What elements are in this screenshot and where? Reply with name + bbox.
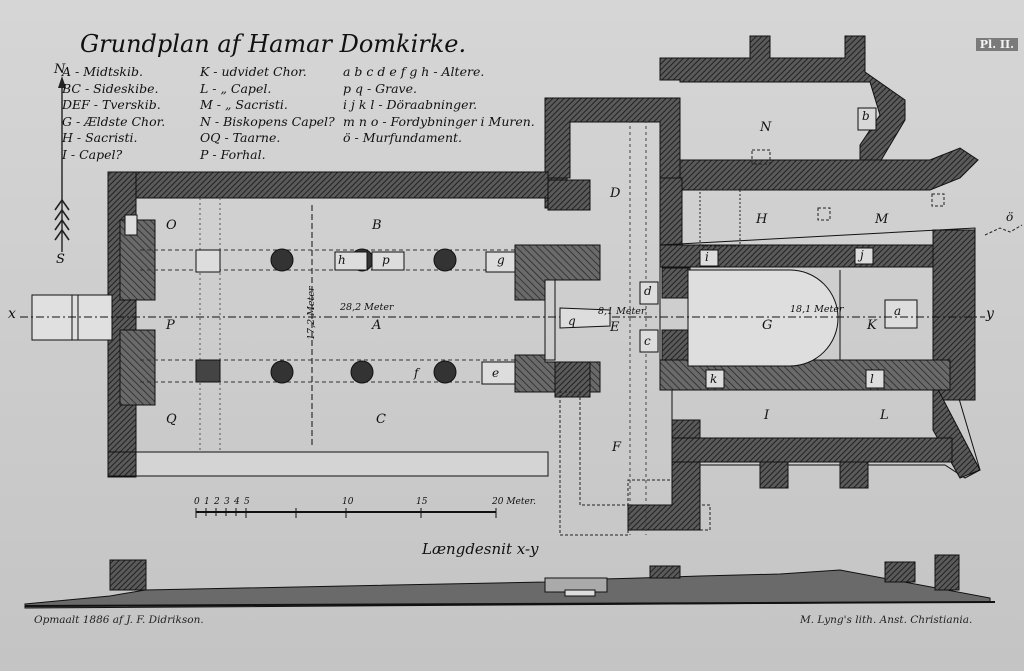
scale-tick-label: 3 xyxy=(224,497,230,507)
grave-label-p: p xyxy=(382,253,390,267)
legend-item: H - Sacristi. xyxy=(62,130,138,146)
room-label-I: I xyxy=(764,408,770,423)
axis-label-y: y xyxy=(986,306,994,322)
legend-item: I - Capel? xyxy=(62,146,123,162)
lithographer-credit: M. Lyng's lith. Anst. Christiania. xyxy=(800,614,973,626)
legend-item: M - „ Sacristi. xyxy=(200,97,288,113)
room-label-K: K xyxy=(867,318,877,333)
door-label-l: l xyxy=(870,372,874,386)
altar-label-e: e xyxy=(492,366,500,380)
foundation-label-o: ö xyxy=(1006,210,1014,224)
scale-tick-label: 20 Meter. xyxy=(492,497,536,507)
legend-column-3: a b c d e f g h - Altere. p q - Grave. i… xyxy=(343,64,535,147)
altar-label-b: b xyxy=(862,109,870,123)
legend-item: G - Ældste Chor. xyxy=(62,113,166,129)
room-label-Q: Q xyxy=(166,412,177,427)
room-label-M: M xyxy=(875,212,889,227)
scale-tick-label: 2 xyxy=(214,497,220,507)
legend-item: BC - Sideskibe. xyxy=(62,80,159,96)
nave-width-measure: 17,2 Meter xyxy=(306,286,317,340)
room-label-G: G xyxy=(762,318,773,333)
legend-item: m n o - Fordybninger i Muren. xyxy=(343,113,535,129)
nave-walls xyxy=(31,171,549,478)
south-label: S xyxy=(56,252,65,267)
grave-label-q: q xyxy=(568,314,576,328)
bishop-chapel-walls xyxy=(659,35,979,221)
plan-title: Grundplan af Hamar Domkirke. xyxy=(80,30,467,58)
choir-walls xyxy=(639,189,1023,489)
room-label-H: H xyxy=(756,212,768,227)
door-label-k: k xyxy=(710,372,718,386)
legend-item: A - Midtskib. xyxy=(62,64,143,79)
door-label-i: i xyxy=(705,250,709,264)
altar-label-c: c xyxy=(644,334,651,348)
altar-label-f: f xyxy=(414,366,419,380)
scale-tick-label: 15 xyxy=(416,497,428,507)
room-label-L: L xyxy=(880,408,889,423)
room-label-N: N xyxy=(760,120,772,135)
legend-item: N - Biskopens Capel? xyxy=(200,113,335,129)
transept-north-walls xyxy=(544,97,683,249)
section-axis-line xyxy=(20,205,985,448)
scale-tick-label: 1 xyxy=(204,497,210,507)
scale-tick-label: 10 xyxy=(342,497,354,507)
altar-label-g: g xyxy=(497,253,505,267)
room-label-D: D xyxy=(610,186,621,201)
legend-item: K - udvidet Chor. xyxy=(200,64,307,79)
altar-label-d: d xyxy=(644,284,652,298)
room-label-P: P xyxy=(166,318,175,333)
survey-credit: Opmaalt 1886 af J. F. Didrikson. xyxy=(34,614,204,626)
longitudinal-section xyxy=(24,554,996,609)
door-label-j: j xyxy=(860,248,864,262)
legend-item: OQ - Taarne. xyxy=(200,130,281,146)
choir-measure: 18,1 Meter xyxy=(790,304,844,315)
arcade-lines xyxy=(140,198,545,452)
north-arrow xyxy=(54,76,70,252)
plate-number: Pl. II. xyxy=(975,38,1018,51)
legend-item: P - Forhal. xyxy=(200,146,266,162)
legend-item: p q - Grave. xyxy=(343,80,417,96)
legend-item: DEF - Tverskib. xyxy=(62,97,161,113)
room-label-E: E xyxy=(610,320,620,335)
legend-item: ö - Murfundament. xyxy=(343,130,463,146)
room-label-C: C xyxy=(376,412,386,427)
crossing-piers xyxy=(514,179,601,398)
axis-label-x: x xyxy=(8,306,16,322)
scale-tick-label: 0 xyxy=(194,497,200,507)
section-title: Længdesnit x-y xyxy=(422,540,539,558)
legend-column-2: K - udvidet Chor. L - „ Capel. M - „ Sac… xyxy=(200,64,335,164)
legend-item: i j k l - Döraabninger. xyxy=(343,97,478,113)
room-label-O: O xyxy=(166,218,177,233)
legend-item: a b c d e f g h - Altere. xyxy=(343,64,485,79)
room-label-A: A xyxy=(372,318,382,333)
scale-bar xyxy=(195,508,497,518)
altar-label-a: a xyxy=(894,304,902,318)
scale-tick-label: 5 xyxy=(244,497,250,507)
nave-pillars xyxy=(195,248,519,385)
altar-label-h: h xyxy=(338,253,346,267)
north-label: N xyxy=(54,62,66,77)
nave-length-measure: 28,2 Meter xyxy=(340,302,394,313)
legend-column-1: A - Midtskib. BC - Sideskibe. DEF - Tver… xyxy=(62,64,165,164)
scale-tick-label: 4 xyxy=(234,497,240,507)
room-label-B: B xyxy=(372,218,382,233)
legend-item: L - „ Capel. xyxy=(200,80,272,96)
transept-measure: 8,1 Meter xyxy=(598,306,646,317)
room-label-F: F xyxy=(612,440,622,455)
